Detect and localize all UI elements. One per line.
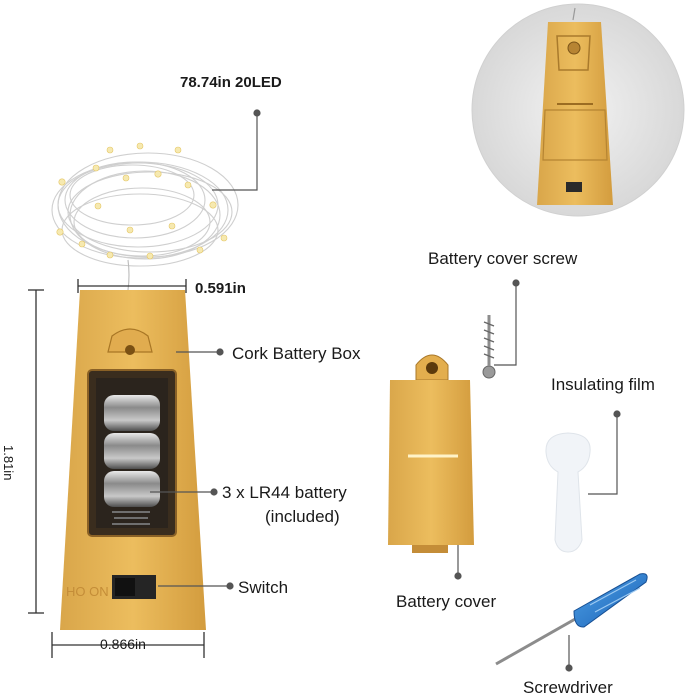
switch-label: Switch — [238, 578, 289, 597]
cork-battery-box — [60, 290, 206, 630]
bottom-width-label: 0.866in — [100, 636, 146, 652]
led-string-coil — [51, 152, 239, 291]
inset-closeup — [471, 3, 685, 217]
height-label: 1.81in — [1, 445, 16, 481]
battery-cover-screw — [482, 315, 496, 379]
dimension-lines — [28, 279, 205, 658]
battery-label: 3 x LR44 battery — [222, 483, 347, 502]
cork-box-label: Cork Battery Box — [232, 344, 361, 363]
insulating-film-label: Insulating film — [551, 375, 655, 394]
screwdriver-label: Screwdriver — [523, 678, 613, 697]
top-width-label: 0.591in — [195, 280, 246, 297]
switch-marking: HO ON — [66, 584, 109, 599]
cover-screw-label: Battery cover screw — [428, 249, 578, 268]
insulating-film — [545, 432, 591, 553]
battery-cover-label: Battery cover — [396, 592, 497, 611]
led-dots — [56, 142, 228, 260]
string-spec-label: 78.74in 20LED — [180, 74, 282, 91]
leader-lines — [150, 109, 621, 672]
battery-included-label: (included) — [265, 507, 340, 526]
battery-cover-part — [388, 354, 474, 553]
screwdriver — [495, 573, 648, 666]
